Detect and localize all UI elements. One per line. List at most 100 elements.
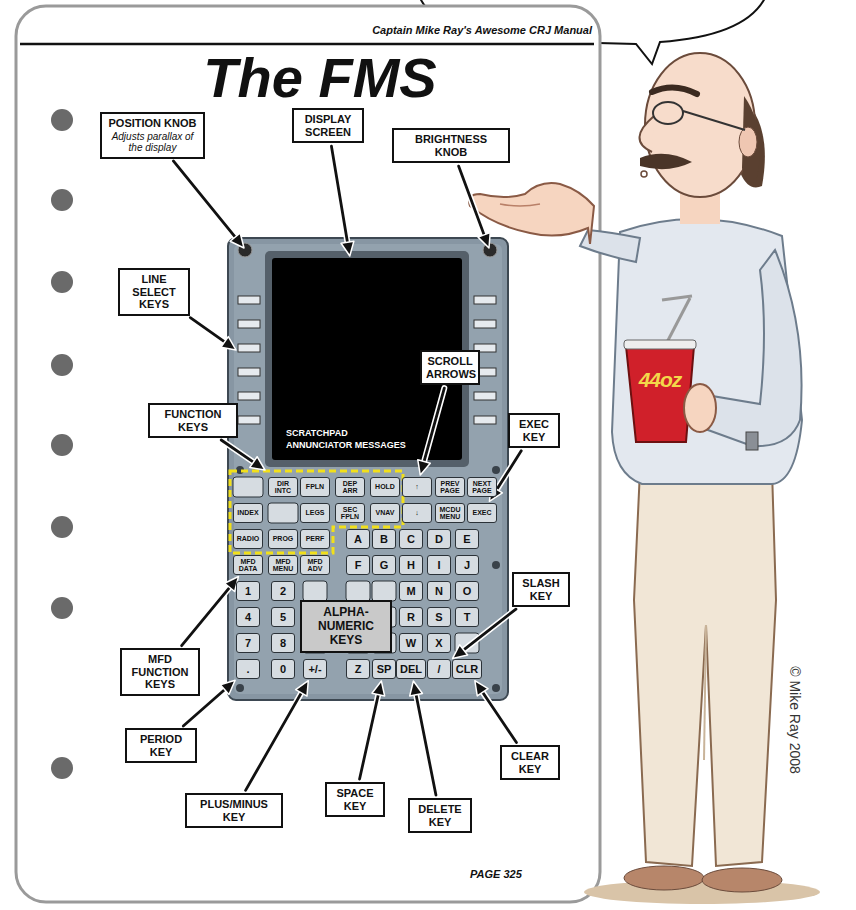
connector-arrow <box>410 681 436 795</box>
key-legend: FPLN <box>306 483 324 490</box>
callout-label: MFD FUNCTION KEYS <box>120 648 200 696</box>
fms-key: SP <box>372 659 396 679</box>
key-legend: MFD MENU <box>270 558 296 573</box>
fms-key: LEGS <box>300 503 330 523</box>
fms-key: INDEX <box>233 503 263 523</box>
connector-arrow <box>331 146 353 256</box>
key-legend: 5 <box>280 612 286 623</box>
fms-key: I <box>427 555 451 575</box>
key-legend: DIR INTC <box>270 480 296 495</box>
copyright-note: © Mike Ray 2008 <box>787 645 803 795</box>
key-legend: MFD ADV <box>302 558 328 573</box>
key-legend: E <box>463 534 470 545</box>
callout-label: CLEAR KEY <box>500 745 560 780</box>
key-legend: C <box>407 534 415 545</box>
fms-key: Z <box>346 659 370 679</box>
label-text: POSITION KNOB <box>106 117 199 130</box>
fms-key: 0 <box>271 659 295 679</box>
key-legend: X <box>435 638 442 649</box>
key-legend: HOLD <box>375 483 395 490</box>
key-legend: SEC FPLN <box>337 506 363 521</box>
key-legend: VNAV <box>376 509 395 516</box>
fms-key: HOLD <box>370 477 400 497</box>
label-text: DELETE KEY <box>414 803 466 828</box>
key-legend: DEL <box>400 664 422 675</box>
leader-arrow <box>173 161 244 248</box>
key-legend: 8 <box>280 638 286 649</box>
label-text: FUNCTION KEYS <box>154 408 232 433</box>
callout-note: ANNUNCIATOR MESSAGES <box>286 439 462 452</box>
callout-label: PERIOD KEY <box>125 728 197 763</box>
label-text: ALPHA-NUMERIC KEYS <box>306 606 386 647</box>
label-text: PERIOD KEY <box>131 733 191 758</box>
callout-label: ALPHA-NUMERIC KEYS <box>300 600 392 653</box>
callout-label: EXEC KEY <box>508 413 560 448</box>
fms-key: J <box>455 555 479 575</box>
key-legend: 0 <box>280 664 286 675</box>
fms-key: 2 <box>271 581 295 601</box>
fms-key: O <box>455 581 479 601</box>
line-select-keys <box>238 296 496 424</box>
fms-key: FPLN <box>300 477 330 497</box>
label-text: BRIGHTNESS KNOB <box>398 133 504 158</box>
callout-label: DELETE KEY <box>408 798 472 833</box>
callout-label: LINE SELECT KEYS <box>118 268 190 316</box>
key-legend: F <box>355 560 362 571</box>
key-legend: 2 <box>280 586 286 597</box>
fms-key: E <box>455 529 479 549</box>
connector-arrow <box>246 681 309 791</box>
label-text: CLEAR KEY <box>506 750 554 775</box>
key-legend: +/- <box>308 664 321 675</box>
key-legend: MCDU MENU <box>437 506 463 521</box>
fms-key: S <box>427 607 451 627</box>
label-text: EXEC KEY <box>514 418 554 443</box>
callout-label: POSITION KNOBAdjusts parallax of the dis… <box>100 112 205 159</box>
cup-size-text: 44oz <box>630 368 690 392</box>
fms-key: W <box>399 633 423 653</box>
fms-key: H <box>399 555 423 575</box>
callout-label: SCROLL ARROWS <box>420 350 480 385</box>
label-text: MFD FUNCTION KEYS <box>126 653 194 691</box>
key-legend: N <box>435 586 443 597</box>
key-legend: ↓ <box>415 509 419 516</box>
running-header: Captain Mike Ray's Awesome CRJ Manual <box>300 24 592 36</box>
fms-key: 1 <box>236 581 260 601</box>
key-legend: MFD DATA <box>235 558 261 573</box>
key-legend: R <box>407 612 415 623</box>
callout-label: BRIGHTNESS KNOB <box>392 128 510 163</box>
header-rule <box>20 43 594 46</box>
pilot-figure <box>469 53 820 904</box>
fms-key: 7 <box>236 633 260 653</box>
key-legend: W <box>406 638 416 649</box>
fms-key: T <box>455 607 479 627</box>
key-legend: O <box>463 586 472 597</box>
key-legend: D <box>435 534 443 545</box>
label-text: LINE SELECT KEYS <box>124 273 184 311</box>
key-legend: LEGS <box>305 509 324 516</box>
fms-key: B <box>372 529 396 549</box>
fms-key: 5 <box>271 607 295 627</box>
label-text: SPACE KEY <box>331 787 379 812</box>
page-number: PAGE 325 <box>470 868 550 880</box>
fms-key: DEP ARR <box>335 477 365 497</box>
fms-key: SEC FPLN <box>335 503 365 523</box>
key-legend: J <box>464 560 470 571</box>
fms-key: DIR INTC <box>268 477 298 497</box>
fms-key: EXEC <box>467 503 497 523</box>
unlabelled-keys <box>233 477 479 653</box>
key-legend: 7 <box>245 638 251 649</box>
binder-holes <box>51 109 73 779</box>
key-legend: B <box>380 534 388 545</box>
key-legend: DEP ARR <box>337 480 363 495</box>
fms-key: 8 <box>271 633 295 653</box>
key-legend: . <box>246 664 249 675</box>
key-legend: ↑ <box>415 483 419 490</box>
connector-arrow <box>360 681 385 779</box>
key-legend: G <box>380 560 389 571</box>
label-text: SCROLL ARROWS <box>426 355 474 380</box>
key-legend: Z <box>355 664 362 675</box>
key-legend: PREV PAGE <box>437 480 463 495</box>
fms-key: M <box>399 581 423 601</box>
fms-key: ↑ <box>402 477 432 497</box>
fms-unit <box>228 238 508 700</box>
